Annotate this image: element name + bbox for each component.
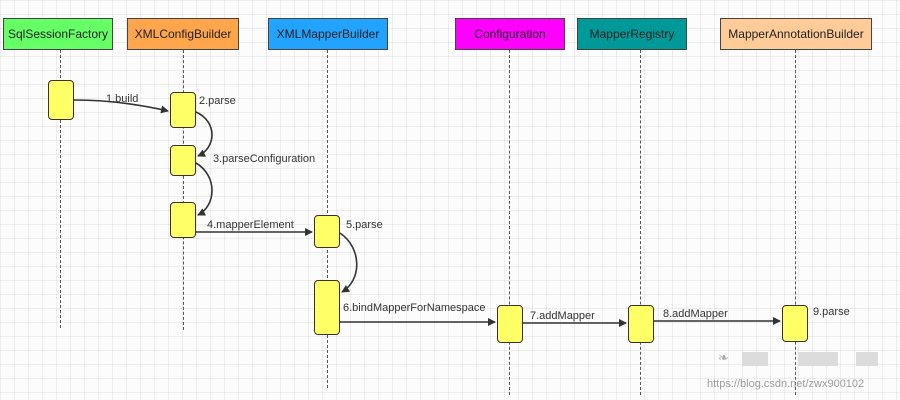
lifeline-mapperregistry xyxy=(640,50,641,395)
label-parse-xmlmapper: 5.parse xyxy=(346,219,383,231)
participant-xmlmapperbuilder: XMLMapperBuilder xyxy=(268,18,388,50)
lifeline-sqlsessionfactory xyxy=(60,50,61,328)
activation-mapperannotationbuilder xyxy=(782,305,808,342)
activation-xmlmapperbuilder-2 xyxy=(314,280,340,335)
lifeline-mapperannotationbuilder xyxy=(795,50,796,395)
activation-xmlmapperbuilder-1 xyxy=(314,215,340,248)
participant-label: XMLMapperBuilder xyxy=(276,27,380,41)
watermark-blur-1 xyxy=(742,352,768,366)
activation-sqlsessionfactory xyxy=(48,80,74,120)
activation-xmlconfigbuilder-2 xyxy=(170,145,196,176)
arrow-parseconfiguration-self xyxy=(195,162,213,216)
participant-label: Configuration xyxy=(474,27,546,41)
label-parse: 2.parse xyxy=(199,95,236,107)
participant-xmlconfigbuilder: XMLConfigBuilder xyxy=(127,18,239,50)
label-addmapper-2: 8.addMapper xyxy=(663,308,728,320)
label-parseconfiguration: 3.parseConfiguration xyxy=(213,153,315,165)
activation-xmlconfigbuilder-3 xyxy=(170,202,196,238)
lifeline-xmlconfigbuilder xyxy=(183,50,184,330)
watermark-blur-3 xyxy=(856,352,878,366)
participant-label: MapperRegistry xyxy=(589,27,675,41)
participant-configuration: Configuration xyxy=(455,18,565,50)
arrow-parse-self xyxy=(195,111,213,157)
participant-label: MapperAnnotationBuilder xyxy=(728,27,864,41)
participant-label: XMLConfigBuilder xyxy=(134,27,232,41)
label-mapperelement: 4.mapperElement xyxy=(207,219,294,231)
activation-xmlconfigbuilder-1 xyxy=(170,92,196,128)
participant-sqlsessionfactory: SqlSessionFactory xyxy=(3,18,113,50)
label-addmapper-1: 7.addMapper xyxy=(530,310,595,322)
watermark-blur-2 xyxy=(798,352,838,366)
activation-configuration xyxy=(497,305,523,343)
arrow-build xyxy=(73,99,169,114)
wechat-icon: ❧ xyxy=(718,350,729,365)
participant-mapperannotationbuilder: MapperAnnotationBuilder xyxy=(720,18,872,50)
watermark-url: https://blog.csdn.net/zwx900102 xyxy=(707,378,865,390)
participant-label: SqlSessionFactory xyxy=(7,27,109,41)
label-parse-annotation: 9.parse xyxy=(813,306,850,318)
arrow-parse-xmlmapper xyxy=(339,232,358,293)
label-bindmapperfornamespace: 6.bindMapperForNamespace xyxy=(343,302,485,314)
participant-mapperregistry: MapperRegistry xyxy=(577,18,687,50)
lifeline-configuration xyxy=(509,50,510,395)
label-build: 1.build xyxy=(106,93,138,105)
activation-mapperregistry xyxy=(628,305,654,343)
